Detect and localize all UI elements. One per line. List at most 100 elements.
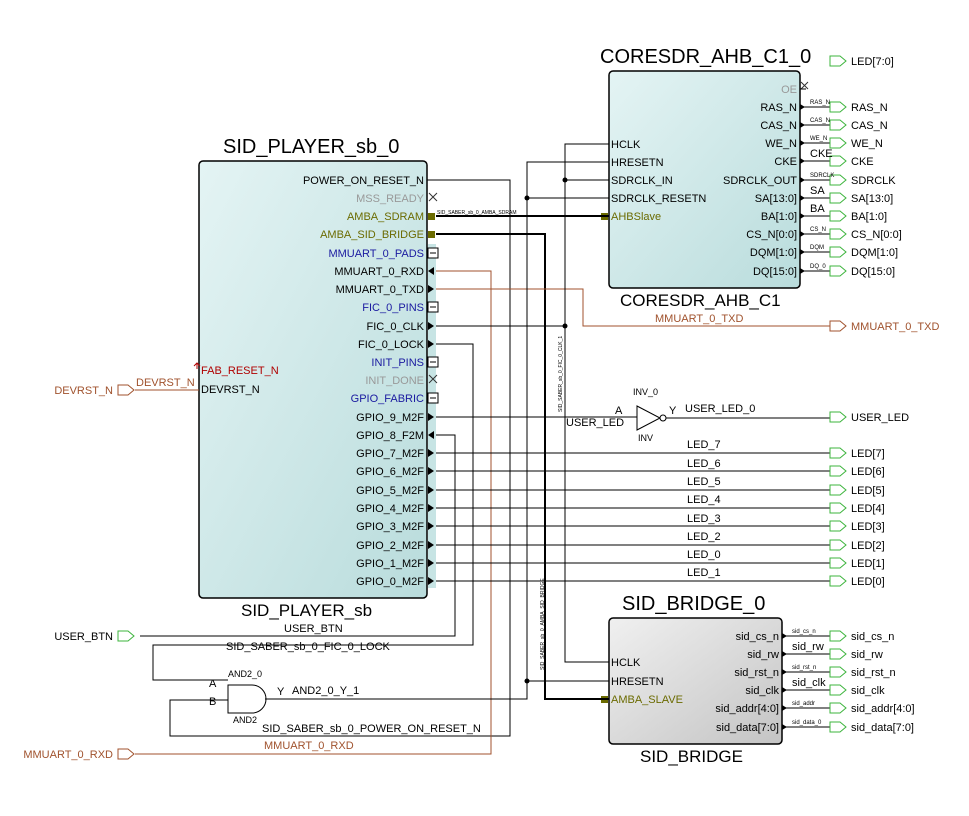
bridge-net-sid-clk: sid_clk [792,677,826,689]
net-led-6: LED_6 [687,458,721,470]
out-port-led-2[interactable] [829,539,847,551]
out-port-label-led-6: LED[6] [851,466,885,478]
out-port-label-dqm-1-0: DQM[1:0] [851,247,898,259]
coresdr-port-sdrclk-resetn: SDRCLK_RESETN [611,193,706,205]
net-amba-bridge: SID_SABER_sb_0_AMBA_SID_BRIDGE [540,578,546,670]
port-out-arrow-icon [428,340,434,348]
out-port-sid-rw[interactable] [829,648,847,660]
out-port-led-0[interactable] [829,575,847,587]
out-port-sid-data-7-0[interactable] [829,721,847,733]
out-port-user-led[interactable] [829,411,847,423]
sdr-net-cs-n: CS_N [810,227,826,233]
sb-port-gpio-6-m2f: GPIO_6_M2F [356,466,424,478]
out-port-led-1[interactable] [829,557,847,569]
out-port-mmuart-0-txd[interactable] [829,320,847,332]
wires [135,88,830,755]
sb-title: SID_PLAYER_sb_0 [223,136,399,158]
net-led-3: LED_3 [687,513,721,525]
net-and-y: AND2_0_Y_1 [292,685,359,697]
sdr-net-cas-n: CAS_N [810,118,830,124]
coresdr-block[interactable]: CORESDR_AHB_C1_0 CORESDR_AHB_C1 HCLKHRES… [600,46,811,310]
out-port-cas-n[interactable] [829,119,847,131]
coresdr-port-dqm-1-0: DQM[1:0] [750,247,797,259]
sb-port-amba-sdram: AMBA_SDRAM [347,211,424,223]
out-port-label-we-n: WE_N [851,138,883,150]
inv-a-pin: A [615,405,623,417]
net-user-led: USER_LED [566,417,624,429]
out-port-led-7[interactable] [829,447,847,459]
in-port-user-btn[interactable] [117,630,135,642]
sid-player-sb-block[interactable]: SID_PLAYER_sb_0 SID_PLAYER_sb POWER_ON_R… [193,136,439,620]
unconnected-x-icon [428,192,438,202]
out-port-label-sa-13-0: SA[13:0] [851,193,893,205]
and2-gate[interactable]: AND2_0 AND2 A B Y [209,669,285,725]
coresdr-port-ahbslave: AHBSlave [611,211,661,223]
sb-port-mmuart-0-pads: MMUART_0_PADS [328,248,424,260]
coresdr-port-sa-13-0: SA[13:0] [755,193,797,205]
port-out-arrow-icon [428,413,434,421]
out-port-dqm-1-0[interactable] [829,246,847,258]
sb-port-gpio-2-m2f: GPIO_2_M2F [356,540,424,552]
out-port-label-cke: CKE [851,156,874,168]
in-port-label-user-btn: USER_BTN [54,631,113,643]
bridge-port-amba-slave: AMBA_SLAVE [611,694,683,706]
out-port-sid-addr-4-0[interactable] [829,702,847,714]
out-port-led-6[interactable] [829,465,847,477]
out-port-dq-15-0[interactable] [829,265,847,277]
port-in-arrow-icon [428,431,434,439]
inv-gate[interactable]: INV_0 INV A Y [615,387,677,443]
out-port-we-n[interactable] [829,137,847,149]
coresdr-port-dq-15-0: DQ[15:0] [753,266,797,278]
net-led-7: LED_7 [687,439,721,451]
out-port-led-5[interactable] [829,484,847,496]
out-port-label-cas-n: CAS_N [851,120,888,132]
sdr-net-dqm: DQM [810,245,824,251]
out-port-sid-rst-n[interactable] [829,666,847,678]
out-port-label-user-led: USER_LED [851,412,909,424]
out-port-sid-cs-n[interactable] [829,630,847,642]
net-amba-sdram: SID_SABER_sb_0_AMBA_SDRAM [437,210,516,216]
in-port-label-devrst-n: DEVRST_N [54,385,113,397]
sb-port-gpio-fabric: GPIO_FABRIC [351,393,424,405]
port-out-arrow-icon [428,541,434,549]
coresdr-ports: HCLKHRESETNSDRCLK_INSDRCLK_RESETNAHBSlav… [601,81,809,278]
bridge-net-sid-rst-n: sid_rst_n [792,665,816,671]
and-instance-label: AND2_0 [228,669,262,679]
out-port-sid-clk[interactable] [829,684,847,696]
bridge-type-name: SID_BRIDGE [640,747,743,766]
in-port-devrst-n[interactable] [117,384,135,396]
out-port-label-led-1: LED[1] [851,558,885,570]
port-out-arrow-icon [428,322,434,330]
sb-type-name: SID_PLAYER_sb [241,601,372,620]
net-mmuart-txd: MMUART_0_TXD [655,313,743,325]
out-port-sdrclk[interactable] [829,174,847,186]
sb-ports: POWER_ON_RESET_NMSS_READYAMBA_SDRAMAMBA_… [303,175,439,588]
sdr-net-dq-0: DQ_0 [810,264,826,270]
sid-bridge-block[interactable]: SID_BRIDGE_0 SID_BRIDGE HCLKHRESETNAMBA_… [601,593,787,766]
coresdr-port-we-n: WE_N [765,138,797,150]
inv-y-pin: Y [669,405,677,417]
out-port-ras-n[interactable] [829,101,847,113]
in-port-mmuart-0-rxd[interactable] [117,748,135,760]
out-port-cs-n-0-0[interactable] [829,228,847,240]
out-port-label-led-0: LED[0] [851,576,885,588]
net-devrst: DEVRST_N [136,377,195,389]
out-port-led-4[interactable] [829,502,847,514]
sb-port-gpio-1-m2f: GPIO_1_M2F [356,558,424,570]
out-port-label-led-4: LED[4] [851,503,885,515]
out-port-sa-13-0[interactable] [829,192,847,204]
out-port-led-3[interactable] [829,520,847,532]
net-led-0: LED_0 [687,549,721,561]
sdr-net-sdrclk: SDRCLK [810,173,834,179]
bridge-port-sid-rst-n: sid_rst_n [734,667,779,679]
out-port-ba-1-0[interactable] [829,210,847,222]
bridge-net-sid-data-0: sid_data_0 [792,720,822,726]
out-port-led-7-0[interactable] [829,55,847,67]
sb-port-fic-0-pins: FIC_0_PINS [362,302,424,314]
bridge-net-sid-addr: sid_addr [792,701,815,707]
out-port-cke[interactable] [829,155,847,167]
sb-port-fic-0-clk: FIC_0_CLK [367,321,425,333]
bridge-port-sid-addr-4-0: sid_addr[4:0] [715,703,779,715]
and-y-pin: Y [277,686,285,698]
